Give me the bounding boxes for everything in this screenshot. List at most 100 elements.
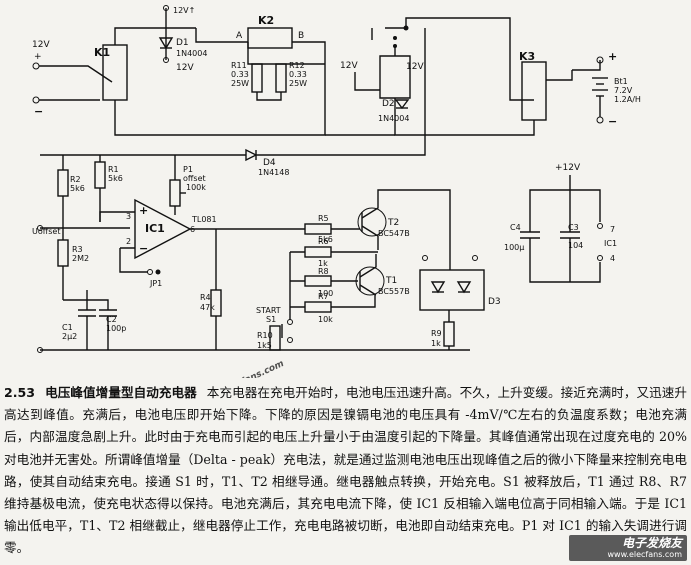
d4-label: D4 — [263, 158, 276, 168]
input-minus-label: − — [34, 105, 43, 118]
r5-value: 5k6 — [318, 235, 333, 244]
d1-diode — [158, 37, 174, 50]
r7-label: R7 — [318, 292, 329, 301]
r5-label: R5 — [318, 214, 329, 223]
t2-label: T2 — [387, 218, 399, 228]
r5-resistor — [304, 223, 332, 235]
logo-url: www.elecfans.com — [607, 550, 683, 559]
r8-value: 100 — [318, 289, 333, 298]
r6-value: 1k — [318, 259, 328, 268]
r11-label: R11 — [231, 61, 247, 70]
k3-label: K3 — [519, 50, 535, 63]
start-label: START — [256, 306, 281, 315]
k1-label: K1 — [94, 46, 110, 59]
d3-led-red — [430, 281, 446, 294]
r11-watt: 25W — [231, 79, 249, 88]
r3-label: R3 — [72, 245, 83, 254]
r3-resistor — [57, 239, 69, 267]
r2-resistor — [57, 169, 69, 197]
r1-value: 5k6 — [108, 174, 123, 183]
r4-label: R4 — [200, 293, 211, 302]
d3-led-block — [419, 269, 485, 311]
site-logo: 电子发烧友 www.elecfans.com — [569, 535, 687, 561]
r1-resistor — [94, 161, 106, 189]
r9-value: 1k — [431, 339, 441, 348]
d4-diode — [245, 148, 258, 162]
k2-b-label: B — [298, 31, 304, 41]
k1-top-wire — [114, 27, 196, 45]
p1-potentiometer — [169, 179, 181, 207]
c1-label: C1 — [62, 323, 73, 332]
ic1-part: TL081 — [191, 215, 217, 224]
ic1-label: IC1 — [145, 222, 165, 235]
ic1-pin4: 4 — [610, 254, 615, 263]
ic1-inv: − — [139, 242, 148, 255]
battery-name: Bt1 — [614, 77, 628, 86]
r2-label: R2 — [70, 175, 81, 184]
k3-relay — [521, 61, 547, 121]
ic1-pin3: 3 — [126, 212, 131, 221]
r10-label: R10 — [257, 331, 273, 340]
r1-label: R1 — [108, 165, 119, 174]
c3-value: 104 — [568, 241, 583, 250]
k2-label: K2 — [258, 14, 274, 27]
battery-voltage: 7.2V — [614, 86, 633, 95]
r8-resistor — [304, 275, 332, 287]
r11-resistor — [251, 63, 263, 93]
c3-label: C3 — [568, 223, 579, 232]
figure-description: 本充电器在充电开始时，电池电压迅速升高。不久，上升变缓。接近充满时，又迅速升高达… — [4, 385, 688, 556]
t2-transistor — [357, 207, 387, 237]
r6-label: R6 — [318, 237, 329, 246]
d3-led-green — [456, 281, 472, 294]
d3-label: D3 — [488, 297, 501, 307]
c2-value: 100p — [106, 324, 126, 333]
t1-part: BC557B — [378, 287, 410, 296]
jp1-label: JP1 — [149, 279, 162, 288]
k2-coil-box — [379, 46, 411, 99]
p1-offset-label: offset — [183, 174, 206, 183]
k1-bottom-wire — [114, 100, 200, 136]
c4-value: 100μ — [504, 243, 524, 252]
ic1-supply-label: IC1 — [604, 239, 617, 248]
v12-d2-label: 12V — [406, 62, 424, 72]
r12-label: R12 — [289, 61, 305, 70]
r9-resistor — [443, 321, 455, 347]
s1-label: S1 — [266, 315, 276, 324]
circuit-schematic: 12V + − K1 12V↑ D1 1N4004 12V K2 A B R11… — [32, 5, 641, 378]
r7-value: 10k — [318, 315, 333, 324]
logo-brand: 电子发烧友 — [621, 536, 682, 550]
t2-part: BC547B — [378, 229, 410, 238]
v12-ic-label: +12V — [555, 163, 581, 173]
k2-a-label: A — [236, 31, 243, 41]
r11-value: 0.33 — [231, 70, 249, 79]
t1-label: T1 — [385, 276, 397, 286]
k1-contact — [39, 65, 113, 83]
input-minus-terminal — [32, 96, 40, 104]
c4-label: C4 — [510, 223, 521, 232]
k2-relay — [247, 27, 293, 49]
r2-value: 5k6 — [70, 184, 85, 193]
d1-label: D1 — [176, 38, 189, 48]
d1-part: 1N4004 — [176, 49, 207, 58]
ic1-pin2: 2 — [126, 237, 131, 246]
battery-minus: − — [608, 115, 617, 128]
p1-value: 100k — [186, 183, 206, 192]
p1-label: P1 — [183, 165, 193, 174]
r8-label: R8 — [318, 267, 329, 276]
r7-resistor — [304, 301, 332, 313]
d2-part: 1N4004 — [378, 114, 409, 123]
d2-diode — [394, 99, 410, 110]
r10-value: 1k5 — [257, 341, 272, 350]
ic1-noninv: + — [139, 204, 148, 217]
v12-top-label: 12V↑ — [173, 6, 195, 15]
t1-transistor — [355, 266, 385, 296]
r6-resistor — [304, 246, 332, 258]
figure-number: 2.53 — [4, 385, 36, 400]
input-plus-terminal — [32, 62, 40, 70]
d4-part: 1N4148 — [258, 168, 289, 177]
battery-plus: + — [608, 50, 617, 63]
battery-capacity: 1.2A/H — [614, 95, 641, 104]
ic1-pin7: 7 — [610, 225, 615, 234]
